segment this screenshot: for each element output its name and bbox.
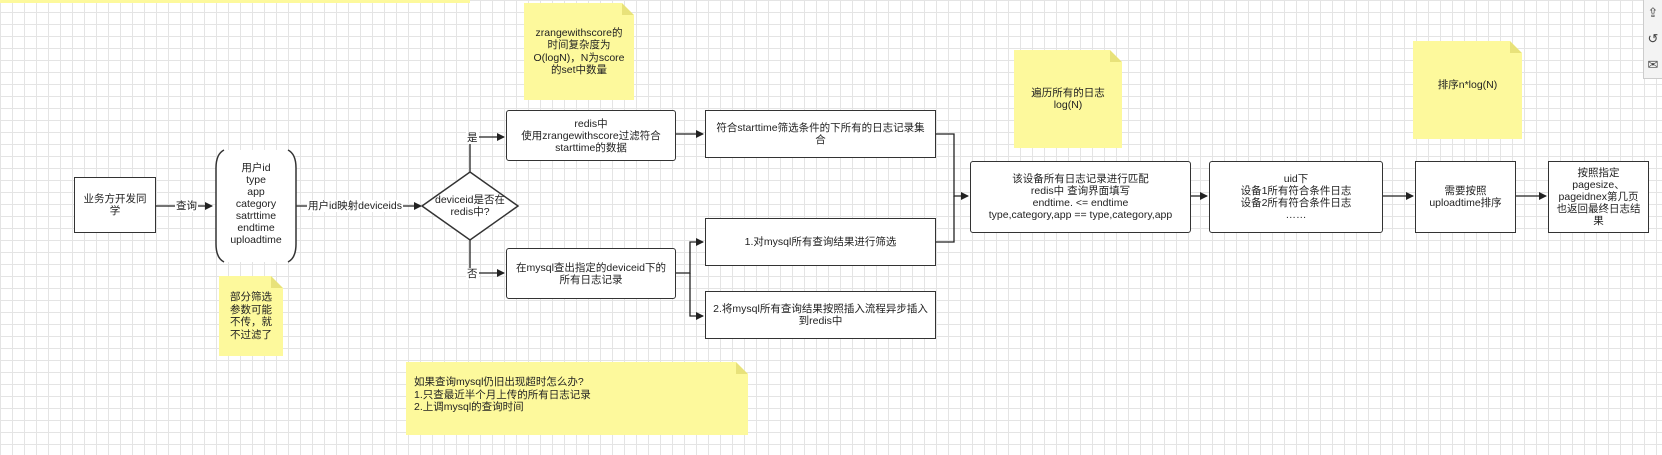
redis-filter-node[interactable]: redis中 使用zrangewithscore过滤符合 starttime的数… bbox=[506, 110, 676, 161]
note-partial-text: 部分筛选 参数可能 不传，就 不过滤了 bbox=[230, 291, 272, 341]
edge-all-match bbox=[936, 133, 969, 200]
note-traverse-text: 遍历所有的日志 log(N) bbox=[1031, 86, 1105, 111]
note-complexity[interactable]: zrangewithscore的 时间复杂度为 O(logN)，N为score … bbox=[524, 3, 634, 100]
note-traverse[interactable]: 遍历所有的日志 log(N) bbox=[1014, 50, 1122, 148]
note-timeout[interactable]: 如果查询mysql仍旧出现超时怎么办? 1.只查最近半个月上传的所有日志记录 2… bbox=[406, 362, 748, 435]
params-shape bbox=[216, 150, 296, 262]
edge-mysql-insert bbox=[689, 273, 704, 320]
edge-label-map: 用户id映射deviceids bbox=[307, 200, 403, 212]
start-node[interactable]: 业务方开发同 学 bbox=[74, 177, 156, 233]
note-sort-cost-text: 排序n*log(N) bbox=[1437, 78, 1498, 91]
decision-diamond bbox=[420, 171, 520, 241]
right-toolbar: ⇪ ↺ ✉ bbox=[1643, 0, 1662, 79]
note-timeout-text: 如果查询mysql仍旧出现超时怎么办? 1.只查最近半个月上传的所有日志记录 2… bbox=[414, 376, 591, 413]
mysql-filter-node[interactable]: 1.对mysql所有查询结果进行筛选 bbox=[705, 218, 936, 266]
edge-label-no: 否 bbox=[466, 268, 479, 280]
decision-node[interactable]: deviceid是否在 redis中? bbox=[434, 194, 506, 218]
edge-label-yes: 是 bbox=[466, 132, 479, 144]
note-fragment bbox=[0, 0, 470, 3]
note-complexity-text: zrangewithscore的 时间复杂度为 O(logN)，N为score … bbox=[533, 26, 625, 76]
result-node[interactable]: 按照指定 pagesize、 pageidnex第几页 也返回最终日志结 果 bbox=[1548, 161, 1649, 233]
edge-label-query: 查询 bbox=[175, 200, 198, 212]
edge-filter-match bbox=[936, 196, 955, 243]
match-node[interactable]: 该设备所有日志记录进行匹配 redis中 查询界面填写 endtime. <= … bbox=[970, 161, 1191, 233]
undo-icon[interactable]: ↺ bbox=[1647, 31, 1659, 46]
note-partial[interactable]: 部分筛选 参数可能 不传，就 不过滤了 bbox=[219, 276, 283, 356]
note-sort-cost[interactable]: 排序n*log(N) bbox=[1413, 41, 1522, 139]
mysql-query-node[interactable]: 在mysql查出指定的deviceid下的 所有日志记录 bbox=[506, 248, 676, 299]
mysql-insert-node[interactable]: 2.将mysql所有查询结果按照插入流程异步插入 到redis中 bbox=[705, 291, 936, 339]
share-icon[interactable]: ⇪ bbox=[1647, 5, 1659, 20]
edge-mysql-filter bbox=[676, 238, 704, 274]
params-node[interactable]: 用户id type app category satrttime endtime… bbox=[230, 162, 282, 246]
comment-icon[interactable]: ✉ bbox=[1647, 57, 1659, 72]
sort-node[interactable]: 需要按照 uploadtime排序 bbox=[1415, 161, 1516, 233]
uid-node[interactable]: uid下 设备1所有符合条件日志 设备2所有符合条件日志 …… bbox=[1209, 161, 1383, 233]
all-logs-node[interactable]: 符合starttime筛选条件的下所有的日志记录集 合 bbox=[705, 110, 936, 158]
